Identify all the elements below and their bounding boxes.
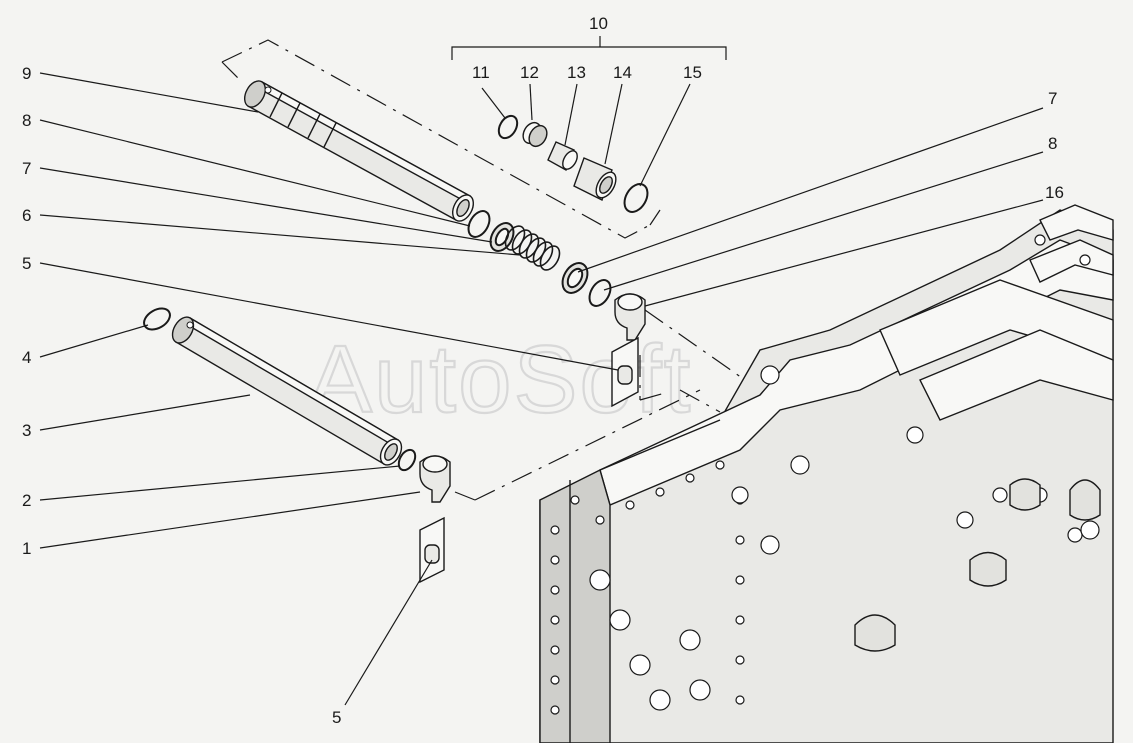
group-bracket [451,36,727,60]
callout-2: 2 [22,491,31,510]
callout-9: 9 [22,64,31,83]
levers [419,293,646,503]
callout-11: 11 [472,63,490,82]
pins [419,336,639,584]
gearbox-housing [539,204,1114,743]
callout-13: 13 [567,63,586,82]
callout-5-bottom: 5 [332,708,341,727]
callout-7-right: 7 [1048,89,1057,108]
callout-12: 12 [520,63,539,82]
assembly-lines [221,39,746,501]
lower-shaft [171,316,403,466]
callout-1: 1 [22,539,31,558]
callout-3: 3 [22,421,31,440]
callout-4: 4 [22,348,31,367]
callout-10: 10 [589,14,608,33]
callout-7-left: 7 [22,159,31,178]
callout-5-left: 5 [22,254,31,273]
bushings [522,121,617,201]
callout-6: 6 [22,206,31,225]
callout-14: 14 [613,63,632,82]
callout-8-left: 8 [22,111,31,130]
leader-lines [39,72,1044,706]
callout-16: 16 [1045,183,1064,202]
callout-labels: 9 8 7 6 5 4 3 2 1 5 10 11 12 13 14 15 7 … [22,14,1064,727]
callout-15: 15 [683,63,702,82]
upper-shaft [243,80,475,222]
spring [504,225,561,271]
callout-8-right: 8 [1048,134,1057,153]
